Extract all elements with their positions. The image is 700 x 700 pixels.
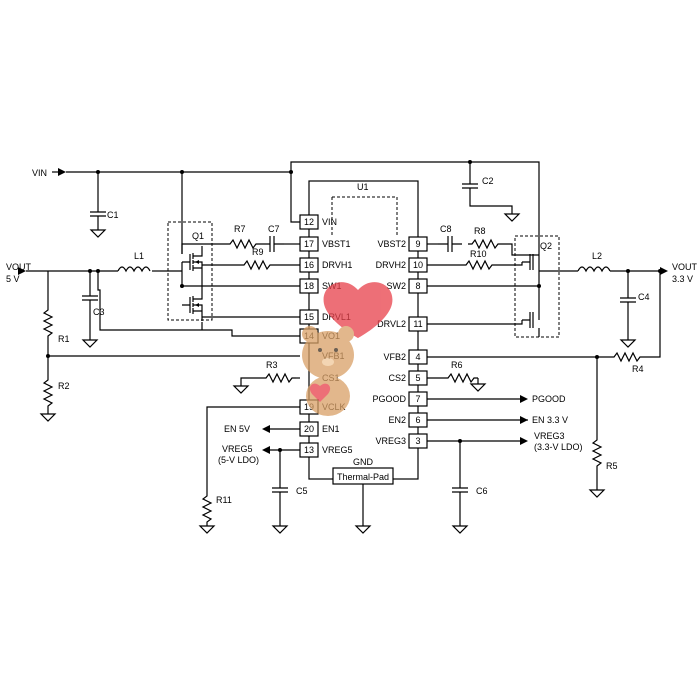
pin-name: VFB2 [383, 352, 406, 362]
pin-number: 3 [415, 436, 420, 446]
c1-label: C1 [107, 210, 119, 220]
pin-name: PGOOD [372, 394, 406, 404]
vin-net: VIN C1 C2 [32, 160, 540, 245]
c3-label: C3 [93, 307, 105, 317]
pin-number: 4 [415, 352, 420, 362]
bear-body-icon [306, 376, 350, 416]
r10-label: R10 [470, 249, 487, 259]
thermal-pad-label: Thermal-Pad [337, 472, 389, 482]
q2-dashed-box [514, 235, 560, 338]
l2-label: L2 [592, 251, 602, 261]
ic-pin-right-4: 4 VFB2 [383, 349, 428, 365]
pin-number: 13 [304, 445, 314, 455]
pin-number: 9 [415, 239, 420, 249]
q1-label: Q1 [192, 231, 204, 241]
pin-name: SW2 [386, 281, 406, 291]
vreg5-label: VREG5 [222, 444, 253, 454]
c8-label: C8 [440, 224, 452, 234]
pin-number: 5 [415, 373, 420, 383]
c7-label: C7 [268, 224, 280, 234]
ic-pin-left-13: 13 VREG5 [299, 442, 353, 458]
vout2-value: 3.3 V [672, 274, 693, 284]
ic-right-pins: 9 VBST2 10 DRVH2 8 SW2 11 DRVL2 4 VFB2 5 CS2 7 PGOOD 6… [372, 236, 428, 449]
pin-number: 16 [304, 260, 314, 270]
ic-gnd-label: GND [353, 457, 374, 467]
pgood-label: PGOOD [532, 394, 566, 404]
pin-name: CS2 [388, 373, 406, 383]
pin-number: 11 [413, 319, 422, 329]
pin-name: DRVH1 [322, 260, 352, 270]
r4-label: R4 [632, 364, 644, 374]
r6-label: R6 [451, 360, 463, 370]
pin-number: 20 [304, 424, 314, 434]
ic-pin-right-6: 6 EN2 [388, 412, 428, 428]
r11-label: R11 [216, 495, 232, 505]
pin-number: 19 [304, 402, 314, 412]
r3-label: R3 [266, 360, 278, 370]
pin-name: VREG3 [375, 436, 406, 446]
pin-number: 8 [415, 281, 420, 291]
ic-pin-right-9: 9 VBST2 [377, 236, 428, 252]
ic-pin-right-8: 8 SW2 [386, 278, 428, 294]
heart-balloon-icon [323, 282, 393, 338]
phase2-power-stage: Q2 C8 R8 R10 L2 VOUT 3.3 V C4 [427, 224, 698, 534]
c6-label: C6 [476, 486, 488, 496]
vreg3-sub: (3.3-V LDO) [534, 442, 583, 452]
en33-label: EN 3.3 V [532, 415, 568, 425]
pin-number: 6 [415, 415, 420, 425]
q2-label: Q2 [540, 241, 552, 251]
r1-label: R1 [58, 334, 70, 344]
pin-name: VREG5 [322, 445, 353, 455]
vout1-value: 5 V [6, 274, 20, 284]
ic-pin-right-11: 11 DRVL2 [377, 316, 428, 332]
pin-number: 15 [304, 312, 314, 322]
ic-pin-right-7: 7 PGOOD [372, 391, 428, 407]
ic-pin-left-17: 17 VBST1 [299, 236, 351, 252]
pin-name: EN2 [388, 415, 406, 425]
r5-label: R5 [606, 461, 618, 471]
l1-label: L1 [134, 251, 144, 261]
pin-name: DRVH2 [376, 260, 406, 270]
en5-label: EN 5V [224, 424, 250, 434]
pin-number: 12 [304, 217, 314, 227]
vreg5-sub: (5-V LDO) [218, 455, 259, 465]
pin-name: VIN [322, 217, 337, 227]
ic-pin-left-20: 20 EN1 [299, 421, 340, 437]
pin-number: 18 [304, 281, 314, 291]
bear-watermark [302, 282, 393, 416]
r8-label: R8 [474, 226, 486, 236]
ic-pin-left-16: 16 DRVH1 [299, 257, 352, 273]
r9-label: R9 [252, 247, 264, 257]
ic-pin-right-3: 3 VREG3 [375, 433, 428, 449]
pin-name: EN1 [322, 424, 340, 434]
ic-pin-left-12: 12 VIN [299, 214, 337, 230]
pin-number: 17 [304, 239, 314, 249]
pin-number: 10 [413, 260, 423, 270]
ic-internal-dashed [332, 196, 398, 236]
r7-label: R7 [234, 224, 246, 234]
phase1-power-stage: Q1 L1 VOUT 5 V C3 R1 R2 [6, 172, 371, 534]
r2-label: R2 [58, 381, 70, 391]
vout2-label: VOUT [672, 262, 698, 272]
ic-pin-right-10: 10 DRVH2 [376, 257, 428, 273]
c4-label: C4 [638, 292, 650, 302]
ic-u1: U1 GND Thermal-Pad [308, 180, 419, 485]
vin-label: VIN [32, 168, 47, 178]
vreg3-label: VREG3 [534, 431, 565, 441]
small-heart-icon [309, 383, 331, 402]
bear-head-icon [302, 331, 354, 379]
c2-label: C2 [482, 176, 494, 186]
pin-name: VBST1 [322, 239, 351, 249]
pin-name: DRVL2 [377, 319, 406, 329]
ic-ref-label: U1 [357, 182, 369, 192]
pin-name: VBST2 [377, 239, 406, 249]
pin-number: 7 [415, 394, 420, 404]
vout1-label: VOUT [6, 262, 32, 272]
c5-label: C5 [296, 486, 308, 496]
